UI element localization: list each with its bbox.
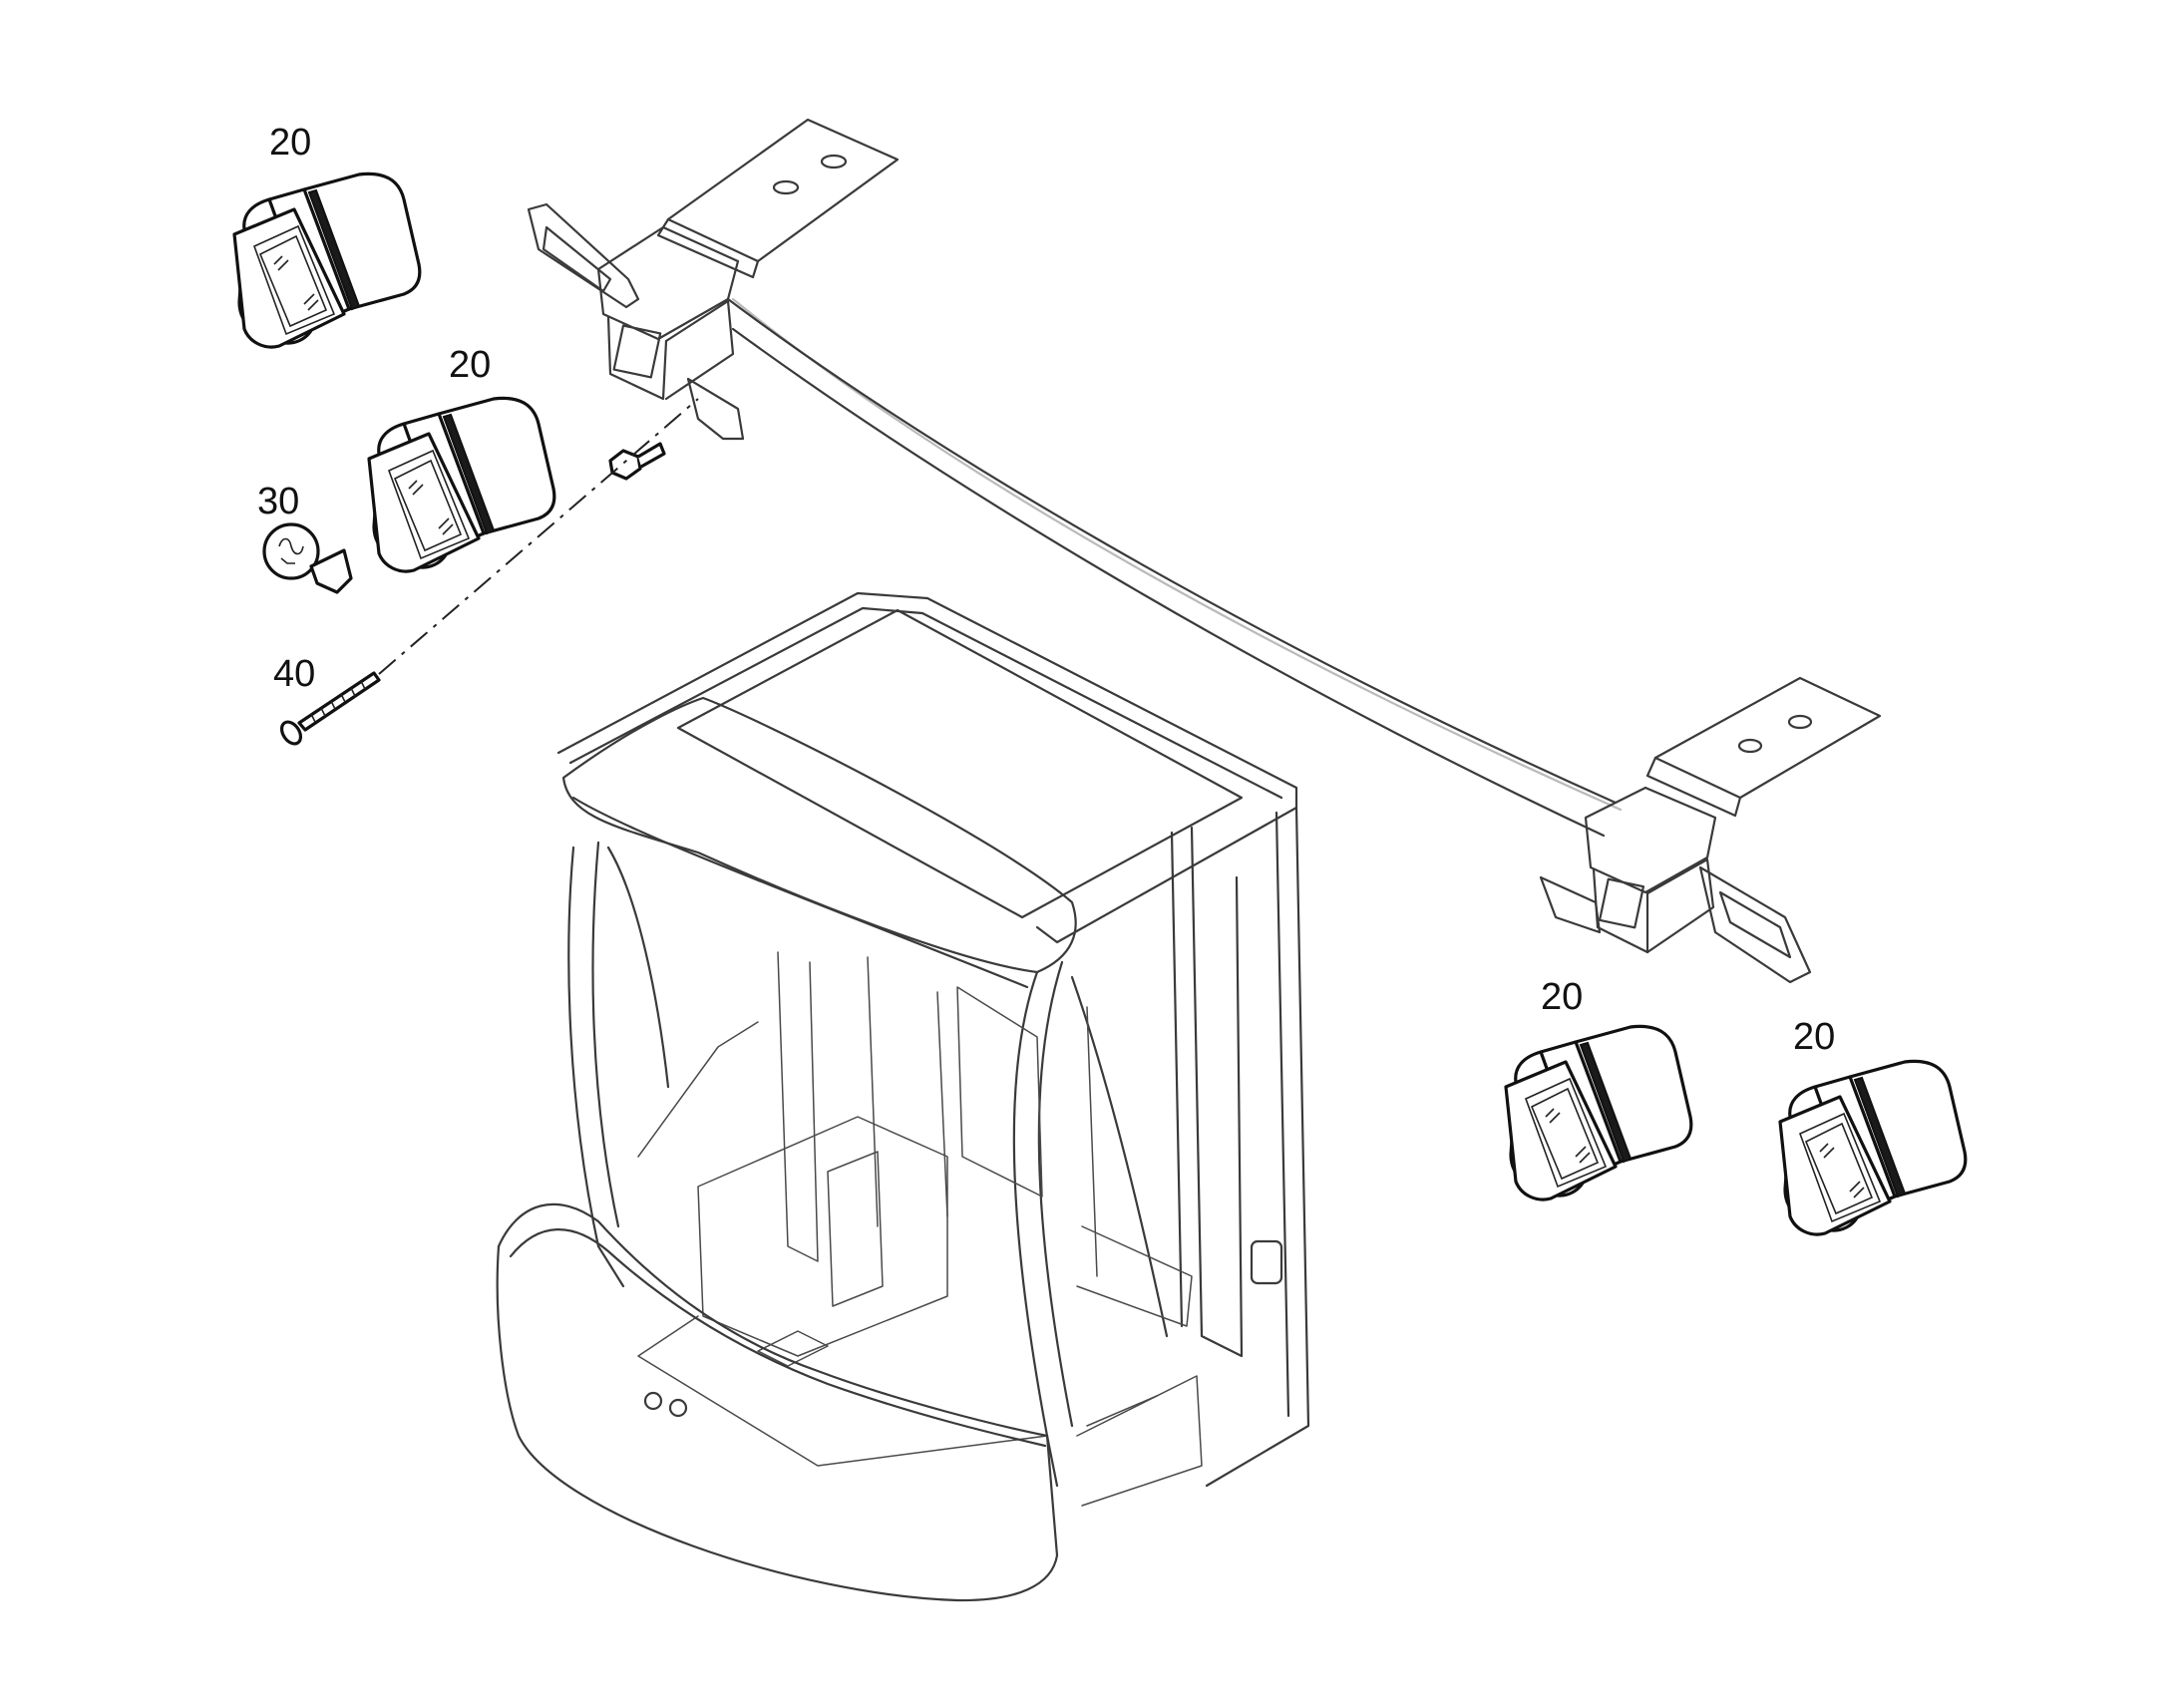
work-lamp-4: [1778, 1059, 1968, 1236]
callout-screw: 40: [273, 653, 315, 695]
work-lamp-3: [1504, 1024, 1693, 1201]
operator-cab: [496, 591, 1310, 1602]
callout-lamp-rear-1: 20: [1541, 976, 1583, 1018]
work-lamp-2: [367, 396, 556, 573]
callout-lamp-front-1: 20: [269, 122, 311, 164]
light-bracket-beam: [527, 118, 1882, 984]
callout-lamp-front-2: 20: [449, 344, 491, 386]
assembly-centerline: [378, 398, 699, 675]
mounting-screw: [279, 671, 381, 746]
work-lamp-1: [232, 171, 422, 349]
callout-bulb: 30: [257, 481, 299, 522]
callout-lamp-rear-2: 20: [1793, 1016, 1835, 1058]
lamp-bulb: [262, 522, 353, 594]
mounting-nut: [608, 442, 666, 481]
